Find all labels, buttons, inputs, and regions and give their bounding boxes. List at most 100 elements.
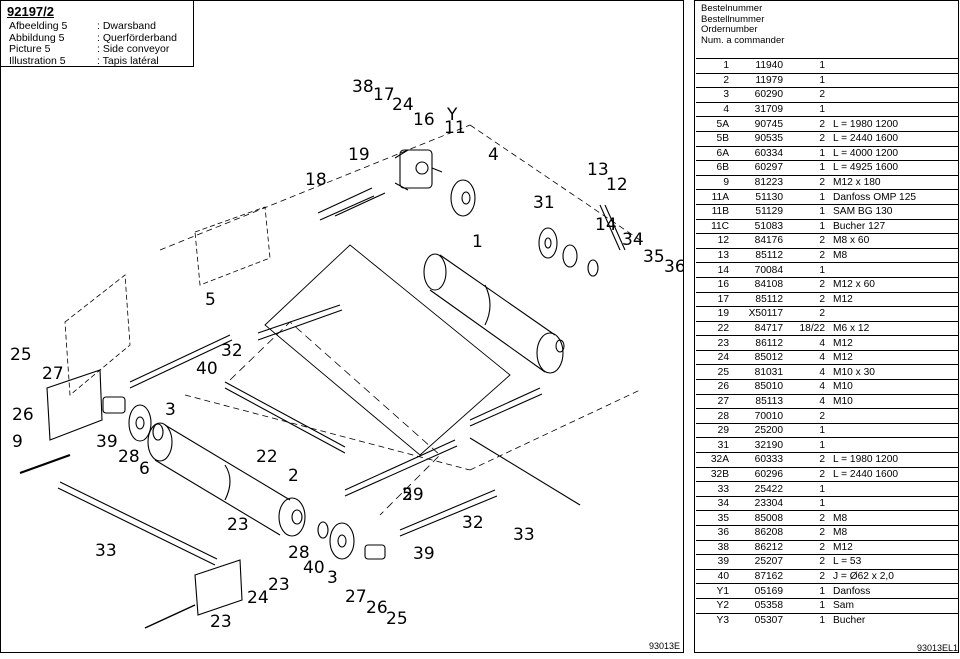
quantity-cell: 4: [789, 364, 831, 380]
callout-label: 12: [606, 175, 628, 195]
drawing-code: 93013E: [649, 641, 681, 651]
position-cell: 31: [696, 437, 733, 453]
order-number-cell: 25207: [733, 554, 789, 570]
spec-cell: M10: [831, 393, 959, 409]
order-number-cell: 85112: [733, 291, 789, 307]
quantity-cell: 2: [789, 568, 831, 584]
callout-label: 29: [402, 485, 424, 505]
quantity-cell: 1: [789, 612, 831, 628]
quantity-cell: 1: [789, 422, 831, 438]
callout-label: 34: [622, 230, 644, 250]
callout-label: 19: [348, 145, 370, 165]
callout-label: 32: [221, 341, 243, 361]
callout-label: 27: [345, 587, 367, 607]
quantity-cell: 2: [789, 466, 831, 482]
quantity-cell: 1: [789, 58, 831, 74]
position-cell: 25: [696, 364, 733, 380]
order-number-cell: 85010: [733, 379, 789, 395]
order-number-cell: 31709: [733, 101, 789, 117]
callout-label: 25: [10, 345, 32, 365]
position-cell: 17: [696, 291, 733, 307]
position-cell: 3: [696, 87, 733, 103]
spec-cell: [831, 72, 959, 88]
position-cell: 4: [696, 101, 733, 117]
callout-label: 24: [247, 588, 269, 608]
position-cell: 22: [696, 320, 733, 336]
order-number-cell: 86208: [733, 525, 789, 541]
spec-cell: L = 1980 1200: [831, 452, 959, 468]
spec-cell: L = 2440 1600: [831, 130, 959, 147]
quantity-cell: 18/22: [789, 320, 831, 336]
position-cell: 9: [696, 174, 733, 190]
position-cell: 38: [696, 539, 733, 555]
position-cell: 39: [696, 554, 733, 570]
callout-label: 23: [227, 515, 249, 535]
position-cell: 27: [696, 393, 733, 409]
order-number-cell: 84717: [733, 320, 789, 336]
spec-cell: L = 4925 1600: [831, 160, 959, 176]
callout-label: 26: [12, 405, 34, 425]
quantity-cell: 1: [789, 145, 831, 161]
quantity-cell: 2: [789, 539, 831, 555]
quantity-cell: 2: [789, 291, 831, 307]
spec-cell: M8: [831, 510, 959, 526]
order-number-cell: 90745: [733, 116, 789, 132]
caption-key: Abbildung 5: [9, 31, 65, 44]
spec-cell: M8 x 60: [831, 233, 959, 249]
spec-cell: M10: [831, 379, 959, 395]
quantity-cell: 1: [789, 262, 831, 278]
callout-label: 4: [488, 145, 499, 165]
order-number-cell: 51129: [733, 203, 789, 220]
callout-label: 33: [513, 525, 535, 545]
quantity-cell: 2: [789, 306, 831, 322]
position-cell: 34: [696, 495, 733, 511]
order-header-line: Num. a commander: [701, 34, 785, 46]
callout-label: 17: [373, 85, 395, 105]
quantity-cell: 1: [789, 189, 831, 205]
caption-value: : Tapis latéral: [97, 54, 159, 67]
callout-label: 28: [288, 543, 310, 563]
order-number-cell: 05169: [733, 583, 789, 599]
position-cell: 11C: [696, 218, 733, 234]
order-header-line: Bestelnummer: [701, 3, 763, 14]
position-cell: 19: [696, 306, 733, 322]
spec-cell: [831, 101, 959, 117]
order-number-cell: 32190: [733, 437, 789, 453]
caption-key: Illustration 5: [9, 54, 66, 67]
position-cell: 36: [696, 525, 733, 541]
spec-cell: [831, 262, 959, 278]
spec-cell: L = 1980 1200: [831, 116, 959, 132]
order-number-cell: 25422: [733, 481, 789, 497]
order-number-cell: 60290: [733, 87, 789, 103]
position-cell: 23: [696, 335, 733, 351]
quantity-cell: 2: [789, 452, 831, 468]
order-number-cell: X50117: [733, 306, 789, 322]
spec-cell: M12: [831, 291, 959, 307]
order-number-cell: 60296: [733, 466, 789, 482]
order-number-cell: 85012: [733, 349, 789, 365]
spec-cell: J = Ø62 x 2,0: [831, 568, 959, 584]
position-cell: 35: [696, 510, 733, 526]
spec-cell: M12: [831, 335, 959, 351]
spec-cell: L = 53: [831, 554, 959, 570]
callout-label: 24: [392, 95, 414, 115]
